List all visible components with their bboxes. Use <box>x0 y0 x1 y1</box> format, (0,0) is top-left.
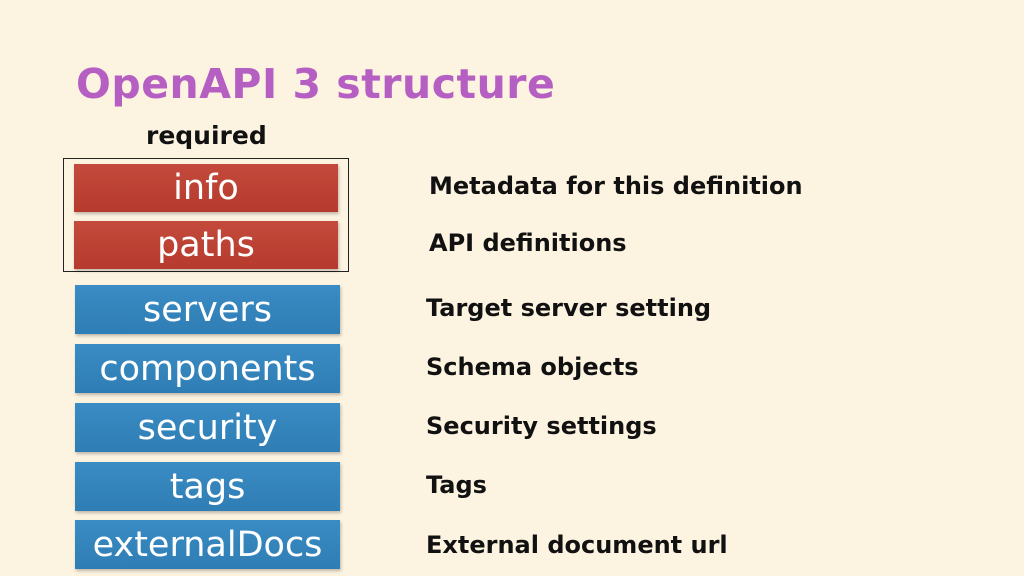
field-description-components: Schema objects <box>426 353 639 381</box>
required-label: required <box>146 121 267 150</box>
field-description-paths: API definitions <box>429 229 627 257</box>
field-block-security: security <box>75 403 340 452</box>
field-block-info: info <box>74 164 338 212</box>
field-block-paths: paths <box>74 221 338 269</box>
field-block-tags: tags <box>75 462 340 511</box>
page-title: OpenAPI 3 structure <box>76 60 556 108</box>
field-description-servers: Target server setting <box>426 294 712 322</box>
field-description-tags: Tags <box>426 471 487 499</box>
field-block-servers: servers <box>75 285 340 334</box>
field-description-externalDocs: External document url <box>426 531 728 559</box>
required-group-frame <box>63 158 349 272</box>
field-block-externalDocs: externalDocs <box>75 520 340 569</box>
field-description-security: Security settings <box>426 412 657 440</box>
field-description-info: Metadata for this definition <box>429 172 803 200</box>
field-block-components: components <box>75 344 340 393</box>
